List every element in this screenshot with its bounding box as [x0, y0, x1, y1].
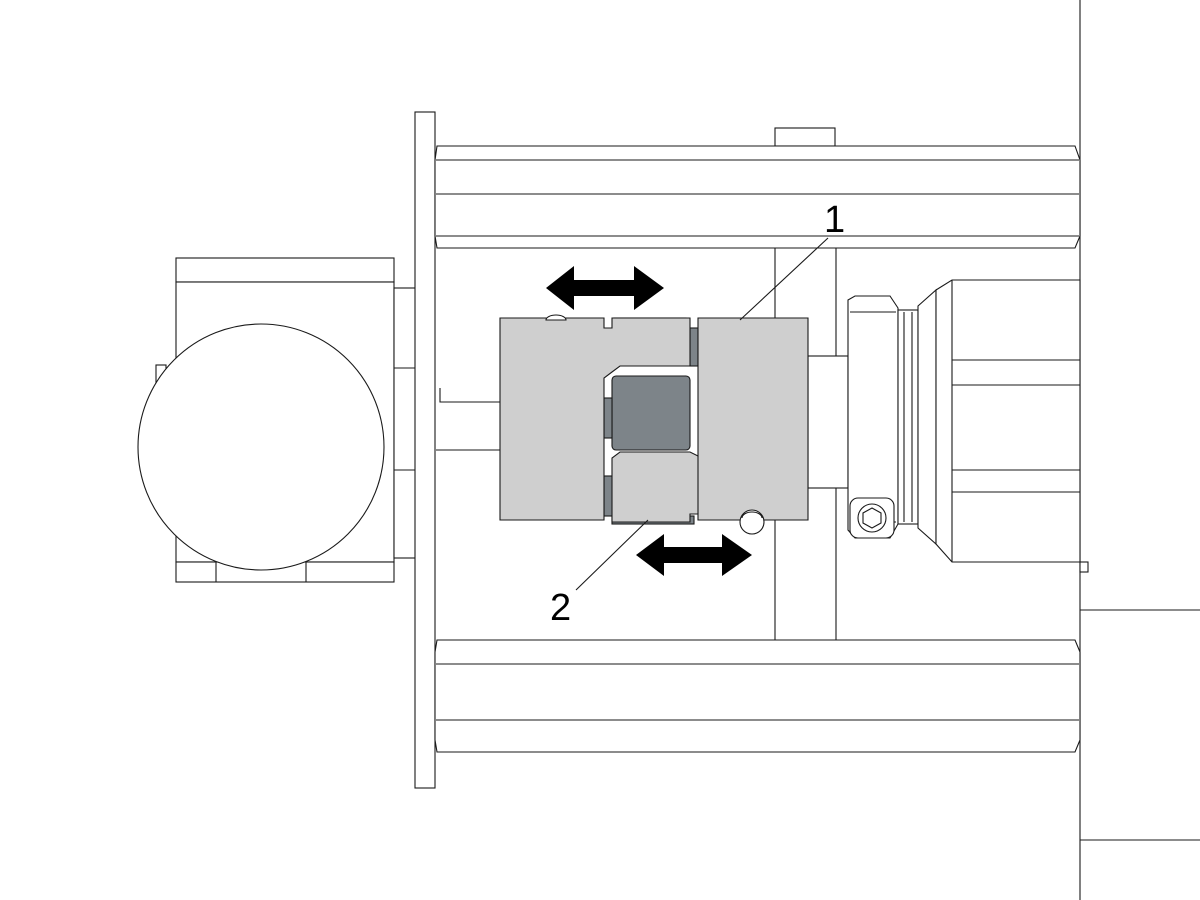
- gearbox: [137, 257, 417, 583]
- double-arrow-icon: [546, 266, 664, 310]
- double-arrow-icon: [636, 534, 752, 576]
- top-rail: [434, 127, 1081, 249]
- jaw-coupling: [499, 314, 809, 535]
- flange-plate: [414, 111, 436, 789]
- hex-socket-icon: [862, 507, 882, 529]
- callout-1: 1: [824, 199, 845, 241]
- right-motor: [807, 279, 1081, 563]
- motor-circle: [137, 323, 385, 571]
- set-screw-icon: [739, 509, 765, 535]
- leader-line-1: [739, 237, 829, 321]
- gearbox-shaft: [436, 388, 500, 451]
- left-hub: [499, 317, 691, 521]
- set-screw-icon: [545, 314, 567, 321]
- right-frame: [1079, 0, 1200, 900]
- callout-2: 2: [550, 587, 571, 629]
- bottom-rail: [434, 639, 1081, 753]
- leader-line-2: [575, 519, 649, 591]
